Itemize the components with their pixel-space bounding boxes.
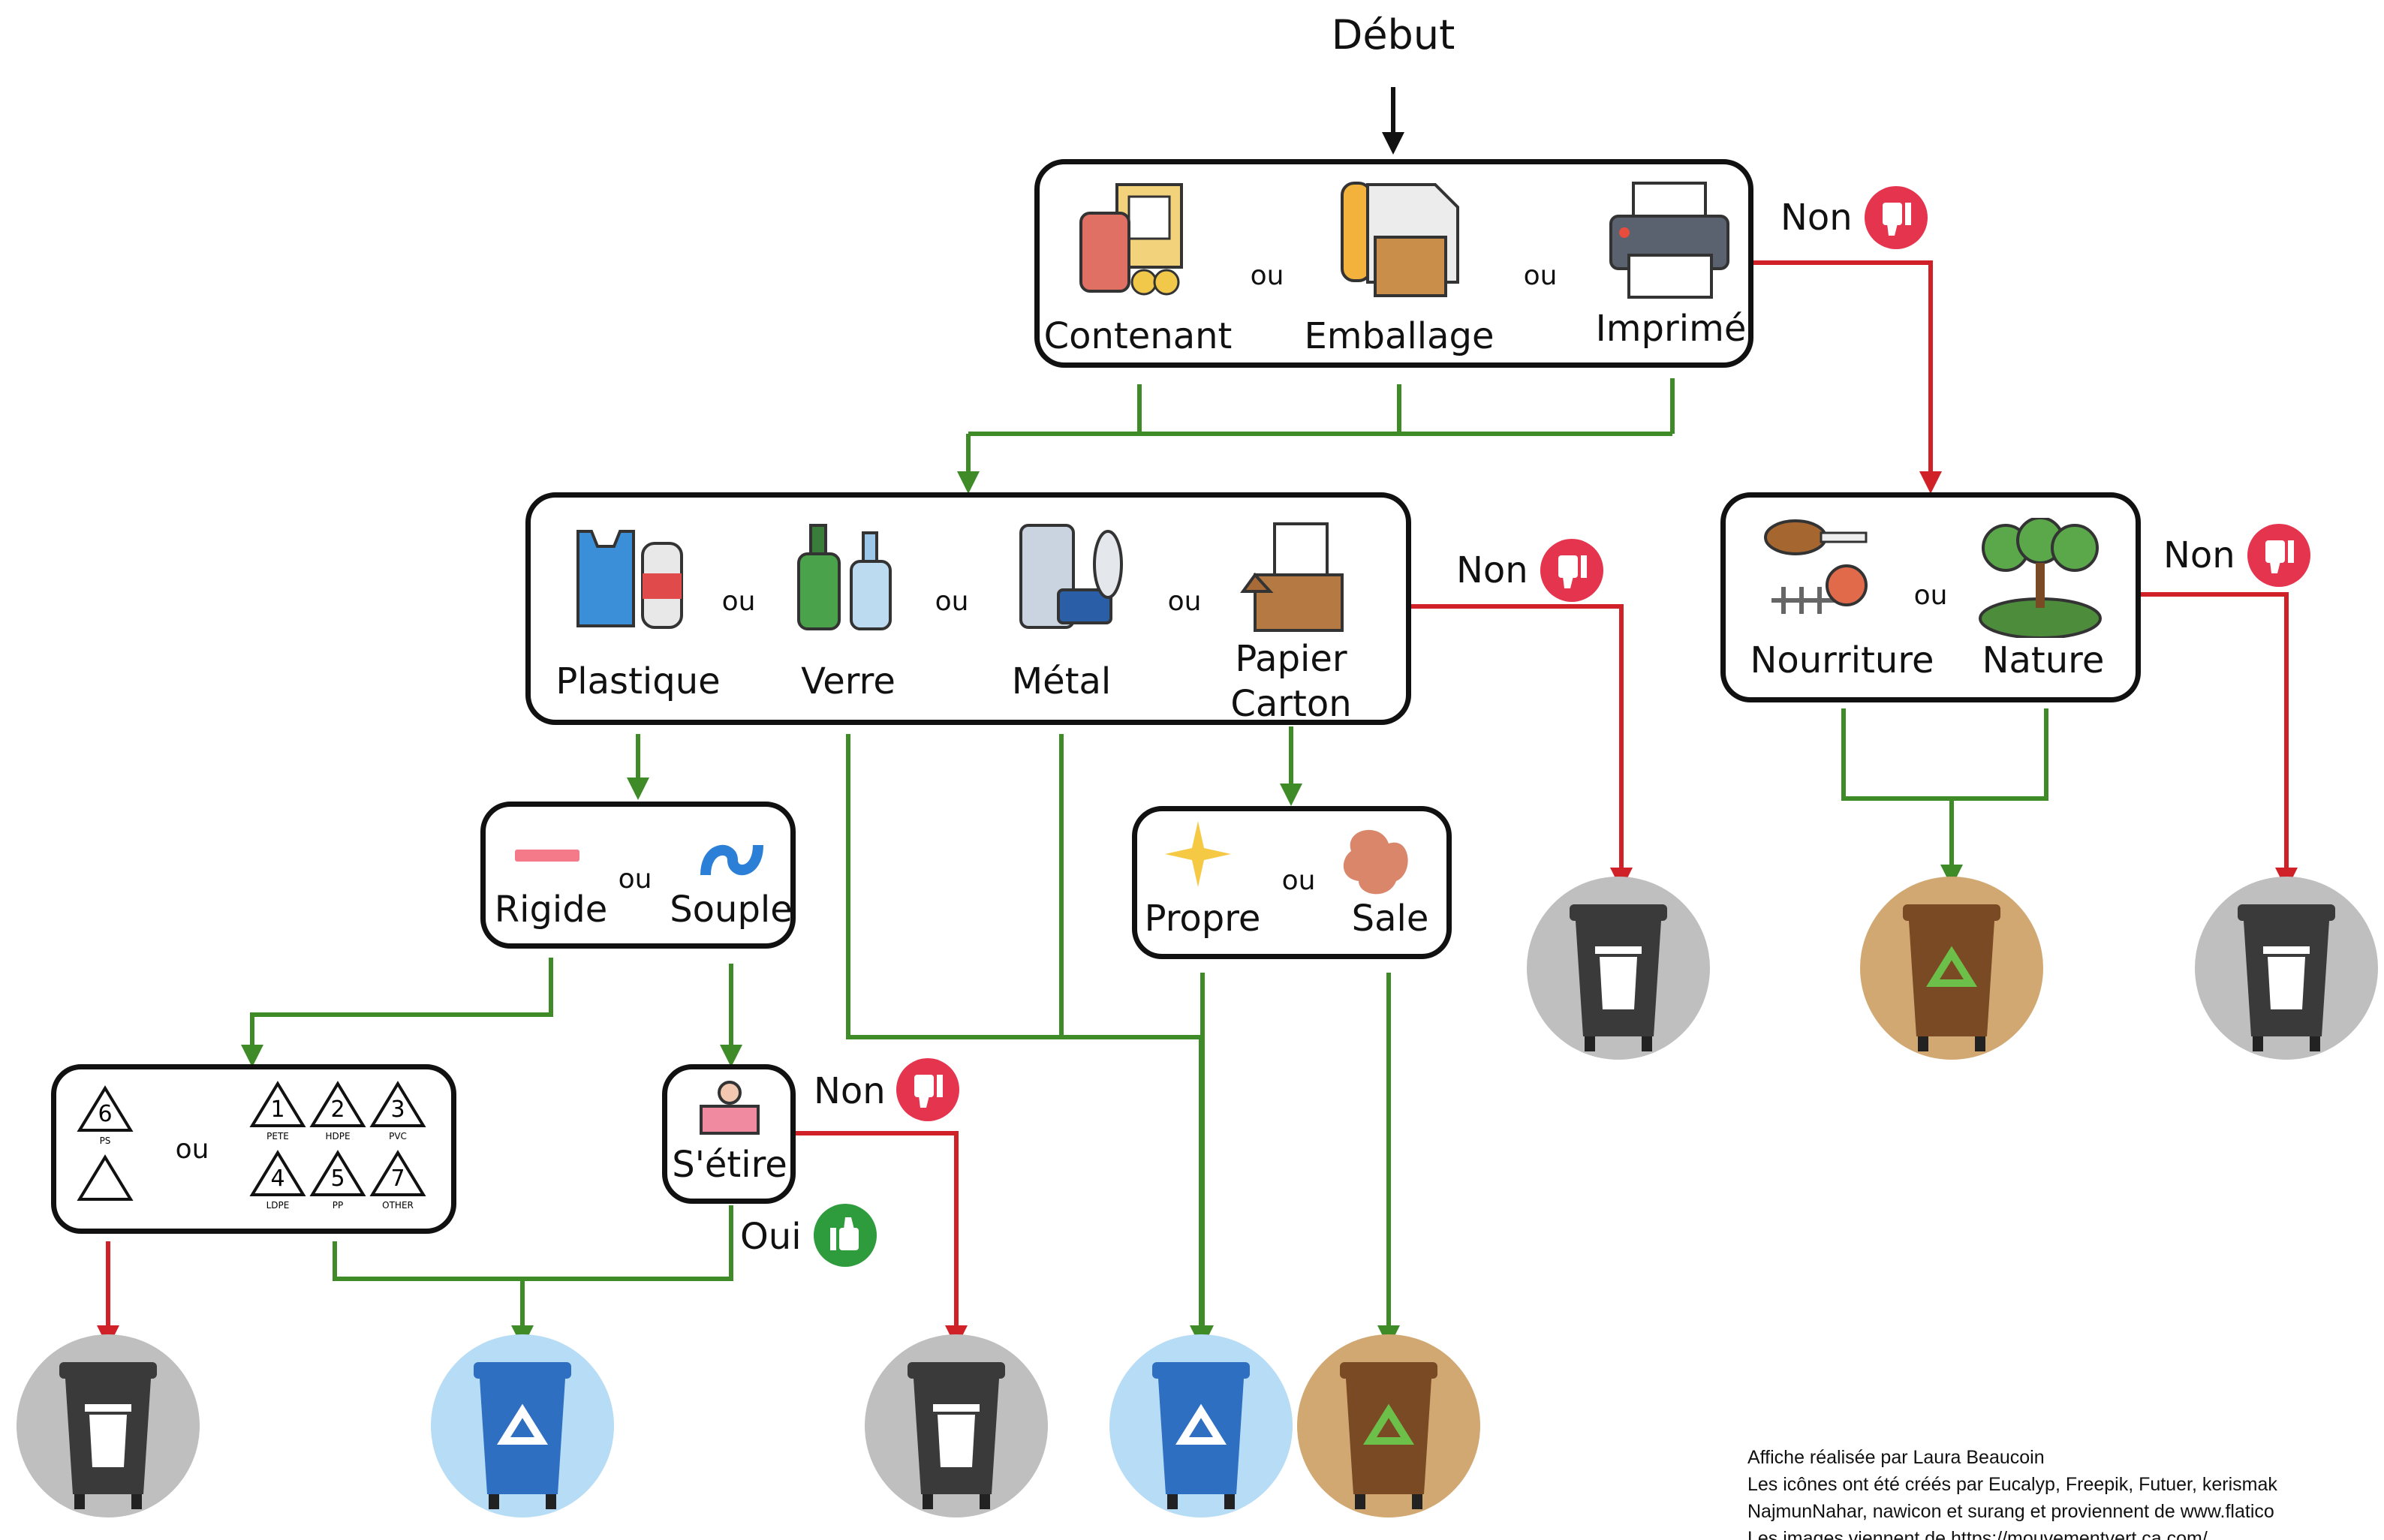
dirty-label: Sale bbox=[1351, 898, 1429, 940]
step1-label-packaging: Emballage bbox=[1304, 315, 1495, 357]
glass-icon bbox=[797, 524, 892, 630]
food-waste-icon bbox=[1764, 519, 1868, 614]
organic-no-label: Non bbox=[2163, 534, 2235, 576]
code-number: 4 bbox=[270, 1166, 284, 1192]
stain-icon bbox=[1343, 829, 1408, 895]
step2-no-label: Non bbox=[1456, 549, 1528, 591]
or-label: ou bbox=[1250, 260, 1284, 291]
code-label: OTHER bbox=[382, 1200, 414, 1211]
codes-yes-arrow bbox=[333, 1205, 733, 1343]
or-label: ou bbox=[935, 586, 969, 617]
organic-no-arrow bbox=[2141, 592, 2298, 890]
organic-label-nature: Nature bbox=[1982, 639, 2105, 681]
step1-yes-arrow bbox=[966, 378, 1675, 489]
recycling-code-icon: 5PP bbox=[309, 1150, 366, 1211]
recycling-code-icon: 6PS bbox=[77, 1085, 134, 1146]
landfill-bin-icon bbox=[862, 1332, 1050, 1523]
rigid-icon bbox=[515, 850, 579, 862]
recycle-bin-icon bbox=[1107, 1332, 1295, 1523]
packaging-icon bbox=[1341, 182, 1459, 297]
code-number: 7 bbox=[390, 1166, 405, 1192]
stretch-icon bbox=[700, 1081, 760, 1135]
organic-yes-arrow bbox=[1841, 708, 2048, 883]
recycle-bin-icon bbox=[429, 1332, 616, 1523]
stretch-yes-label: Oui bbox=[740, 1216, 802, 1258]
rigid-label: Rigide bbox=[494, 889, 608, 931]
or-label: ou bbox=[1281, 865, 1316, 896]
sparkle-icon bbox=[1165, 821, 1231, 887]
or-label: ou bbox=[1523, 260, 1558, 291]
step2-label-metal: Métal bbox=[1011, 660, 1112, 702]
stretch-no-arrow bbox=[796, 1131, 968, 1348]
code-number: 6 bbox=[98, 1101, 112, 1127]
compost-bin-icon bbox=[1858, 874, 2045, 1065]
step2-label-paper: Papier bbox=[1235, 638, 1347, 680]
or-label: ou bbox=[1913, 580, 1948, 611]
flexible-label: Souple bbox=[670, 889, 793, 931]
thumbs-down-icon bbox=[1865, 186, 1928, 249]
code-label: PVC bbox=[389, 1131, 407, 1141]
plastic-icon bbox=[576, 530, 683, 629]
flexible-icon bbox=[700, 844, 763, 876]
thumbs-down-icon bbox=[896, 1058, 959, 1121]
start-label: Début bbox=[1331, 11, 1455, 59]
step2-no-arrow bbox=[1411, 604, 1633, 890]
step1-no-label: Non bbox=[1780, 197, 1853, 239]
code-label: LDPE bbox=[266, 1200, 290, 1211]
or-label: ou bbox=[618, 864, 652, 895]
metal-icon bbox=[1019, 524, 1123, 629]
code-number: 3 bbox=[390, 1096, 405, 1123]
code-label: PETE bbox=[266, 1131, 289, 1141]
printer-icon bbox=[1609, 182, 1729, 299]
thumbs-down-icon bbox=[2247, 524, 2310, 587]
thumbs-up-icon bbox=[814, 1204, 877, 1267]
step1-label-printed: Imprimé bbox=[1595, 308, 1747, 350]
step1-no-arrow bbox=[1753, 260, 1942, 494]
clean-box bbox=[1132, 806, 1452, 959]
compost-bin-icon bbox=[1295, 1332, 1482, 1523]
or-label: ou bbox=[1167, 586, 1202, 617]
code-number: 1 bbox=[270, 1096, 284, 1123]
organic-label-food: Nourriture bbox=[1750, 639, 1934, 681]
recycling-code-icon bbox=[77, 1154, 134, 1201]
code-label: PS bbox=[100, 1135, 111, 1146]
landfill-bin-icon bbox=[14, 1332, 202, 1523]
or-label: ou bbox=[175, 1134, 209, 1165]
paper-carton-icon bbox=[1240, 522, 1344, 632]
landfill-bin-icon bbox=[2193, 874, 2380, 1065]
step2-label-carton: Carton bbox=[1230, 683, 1352, 725]
nature-icon bbox=[1979, 518, 2102, 638]
rigid-arrow bbox=[241, 958, 553, 1067]
stretch-no-label: Non bbox=[814, 1070, 886, 1112]
step2-label-glass: Verre bbox=[801, 660, 896, 702]
code-number: 5 bbox=[330, 1166, 345, 1192]
or-label: ou bbox=[721, 586, 756, 617]
clean-label: Propre bbox=[1144, 898, 1261, 940]
code-number: 2 bbox=[330, 1096, 345, 1123]
code-label: HDPE bbox=[325, 1131, 350, 1141]
step1-label-container: Contenant bbox=[1043, 315, 1233, 357]
step2-label-plastic: Plastique bbox=[555, 660, 721, 702]
stretch-label: S'étire bbox=[672, 1144, 787, 1186]
landfill-bin-icon bbox=[1525, 874, 1712, 1065]
thumbs-down-icon bbox=[1540, 539, 1603, 602]
code-label: PP bbox=[333, 1200, 343, 1211]
codes-box bbox=[51, 1064, 456, 1234]
jar-box-icon bbox=[1079, 183, 1183, 296]
